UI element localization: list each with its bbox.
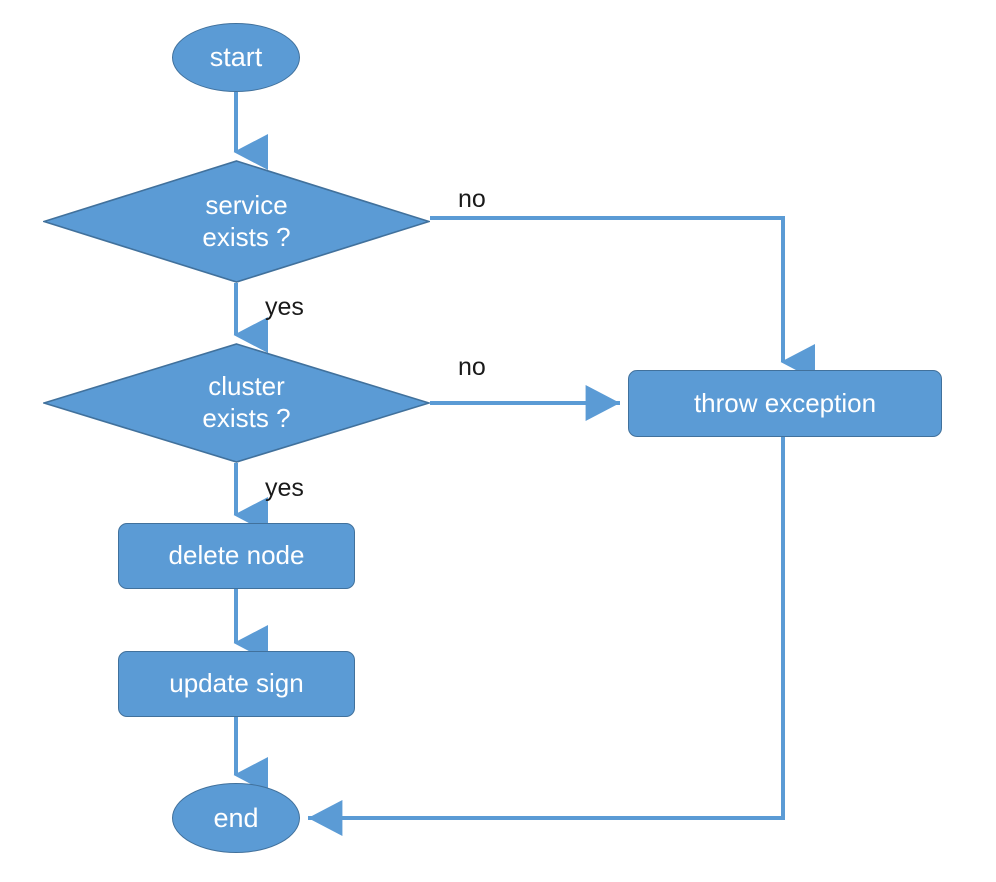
node-delete-node-label: delete node (168, 540, 305, 571)
edge-label-cluster-exists-no: no (458, 353, 486, 381)
node-update-sign[interactable]: update sign (118, 651, 355, 717)
node-service-exists-line1: service (205, 189, 288, 220)
node-throw-exception-label: throw exception (693, 387, 877, 418)
edge-label-service-exists-yes: yes (265, 293, 304, 321)
edge-label-cluster-exists-yes: yes (265, 474, 304, 502)
node-delete-node[interactable]: delete node (118, 523, 355, 589)
node-end-label: end (213, 802, 259, 833)
diamond-shape-icon (43, 160, 430, 283)
node-cluster-exists[interactable]: cluster exists ? (43, 343, 430, 463)
node-throw-exception[interactable]: throw exception (628, 370, 942, 437)
edge-service-exists-no-to-throw-exception (430, 216, 815, 380)
node-update-sign-label: update sign (169, 668, 304, 699)
node-cluster-exists-line2: exists ? (202, 403, 291, 433)
edge-label-service-exists-no: no (458, 185, 486, 213)
node-start[interactable]: start (172, 23, 300, 92)
node-service-exists-label: service exists ? (202, 190, 290, 253)
node-service-exists[interactable]: service exists ? (43, 160, 430, 283)
node-cluster-exists-label: cluster exists ? (202, 371, 290, 434)
node-cluster-exists-line1: cluster (208, 371, 285, 402)
node-end[interactable]: end (172, 783, 300, 853)
node-service-exists-line2: exists ? (202, 221, 291, 252)
diamond-shape-icon (43, 343, 430, 463)
edge-throw-exception-to-end (308, 437, 785, 836)
node-start-label: start (209, 42, 263, 73)
